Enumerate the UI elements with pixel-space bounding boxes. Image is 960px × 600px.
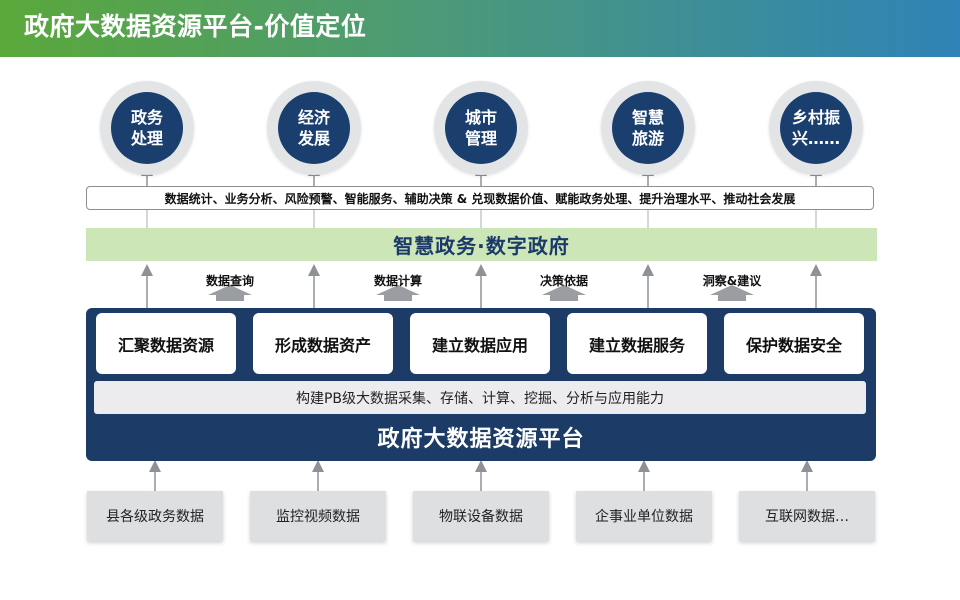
scenario-circle-1: 政务 处理 — [100, 81, 194, 175]
capability-aggregate: 汇聚数据资源 — [96, 313, 236, 374]
flow-label-compute: 数据计算 — [373, 274, 422, 288]
capability-application: 建立数据应用 — [410, 313, 550, 374]
platform-title: 政府大数据资源平台 — [377, 427, 585, 452]
source-internet: 互联网数据… — [739, 491, 875, 541]
source-county-gov: 县各级政务数据 — [87, 491, 223, 541]
flow-block-arrow-2 — [376, 285, 420, 301]
page-title: 政府大数据资源平台-价值定位 — [24, 12, 367, 41]
capability-security: 保护数据安全 — [724, 313, 864, 374]
scenario-label: 智慧 旅游 — [612, 92, 684, 164]
source-enterprise: 企事业单位数据 — [576, 491, 712, 541]
title-bar: 政府大数据资源平台-价值定位 — [0, 0, 960, 57]
source-video: 监控视频数据 — [250, 491, 386, 541]
capability-service: 建立数据服务 — [567, 313, 707, 374]
scenario-label: 政务 处理 — [111, 92, 183, 164]
scenario-circle-3: 城市 管理 — [434, 81, 528, 175]
benefit-bar: 数据统计、业务分析、风险预警、智能服务、辅助决策 & 兑现数据价值、赋能政务处理… — [86, 186, 874, 210]
flow-block-arrow-1 — [208, 285, 252, 301]
source-iot: 物联设备数据 — [413, 491, 549, 541]
scenario-label: 城市 管理 — [445, 92, 517, 164]
flow-block-arrow-4 — [710, 285, 754, 301]
scenario-circle-4: 智慧 旅游 — [601, 81, 695, 175]
flow-label-decision: 决策依据 — [539, 274, 588, 288]
capability-asset: 形成数据资产 — [253, 313, 393, 374]
scenario-circle-5: 乡村振 兴…… — [769, 81, 863, 175]
smart-gov-bar: 智慧政务·数字政府 — [86, 228, 877, 261]
flow-label-query: 数据查询 — [205, 274, 254, 288]
scenario-circle-2: 经济 发展 — [267, 81, 361, 175]
flow-block-arrow-3 — [542, 285, 586, 301]
capability-bar: 构建PB级大数据采集、存储、计算、挖掘、分析与应用能力 — [94, 381, 866, 414]
scenario-label: 乡村振 兴…… — [780, 92, 852, 164]
flow-label-insight: 洞察&建议 — [702, 274, 762, 288]
scenario-label: 经济 发展 — [278, 92, 350, 164]
